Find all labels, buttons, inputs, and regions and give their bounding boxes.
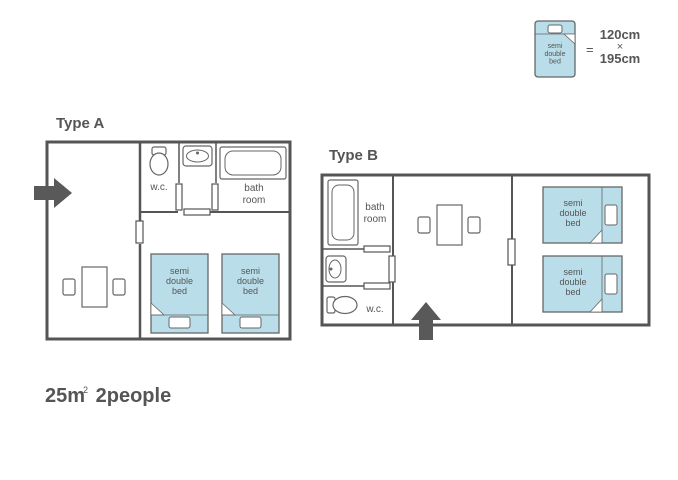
type-b-toilet-bowl xyxy=(332,295,358,315)
room-capacity: 2people xyxy=(95,385,172,407)
legend-dimensions: 120cm × 195cm xyxy=(596,28,644,66)
type-a-entrance-arrow xyxy=(34,178,72,208)
type-b-table xyxy=(436,204,463,246)
type-b-wc-label: w.c. xyxy=(365,304,383,315)
type-b-title: Type B xyxy=(329,147,378,164)
legend-width: 120cm xyxy=(599,27,641,42)
type-a-toilet-bowl xyxy=(149,152,169,176)
legend-times: × xyxy=(616,41,624,53)
type-a-title: Type A xyxy=(56,115,105,132)
room-area: 25m xyxy=(45,385,86,407)
type-a-chair-right xyxy=(112,278,126,296)
room-summary: 25m2 2people xyxy=(45,385,171,408)
legend-equals: = xyxy=(586,42,594,57)
legend-length: 195cm xyxy=(599,51,641,66)
room-area-superscript: 2 xyxy=(83,385,89,395)
type-b-chair-right xyxy=(467,216,481,234)
type-a-chair-left xyxy=(62,278,76,296)
type-b-chair-left xyxy=(417,216,431,234)
type-a-wc-label: w.c. xyxy=(149,182,167,193)
type-a-table xyxy=(81,266,108,308)
type-b-entrance-arrow xyxy=(411,302,441,340)
